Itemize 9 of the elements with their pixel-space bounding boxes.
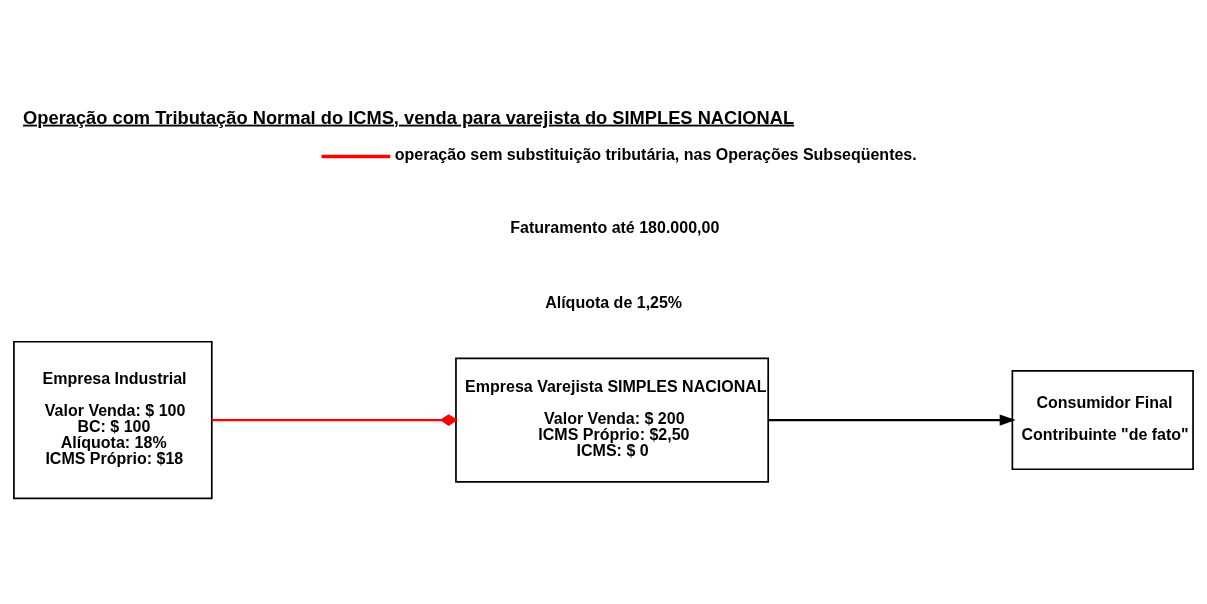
label: Alíquota de 1,25% bbox=[545, 293, 683, 311]
legend-label: operação sem substituição tributária, nas Operações Subseqüentes. bbox=[394, 145, 917, 163]
node-box: Consumidor Final Contribuinte "de fato" bbox=[1011, 370, 1194, 471]
diagram-title: Operação com Tributação Normal do ICMS, venda para varejista do SIMPLES NACIONAL bbox=[23, 106, 795, 128]
connector bbox=[211, 414, 458, 427]
arrow bbox=[768, 414, 1016, 426]
label: Faturamento até 180.000,00 bbox=[510, 219, 720, 237]
node-box: Empresa Varejista SIMPLES NACIONAL Valor Venda: $ 200 ICMS Próprio: $2,50 ICMS: $ 0 bbox=[455, 357, 770, 483]
node-box: Empresa Industrial Valor Venda: $ 100 BC: $ 100 Alíquota: 18% ICMS Próprio: $18 bbox=[13, 340, 213, 500]
